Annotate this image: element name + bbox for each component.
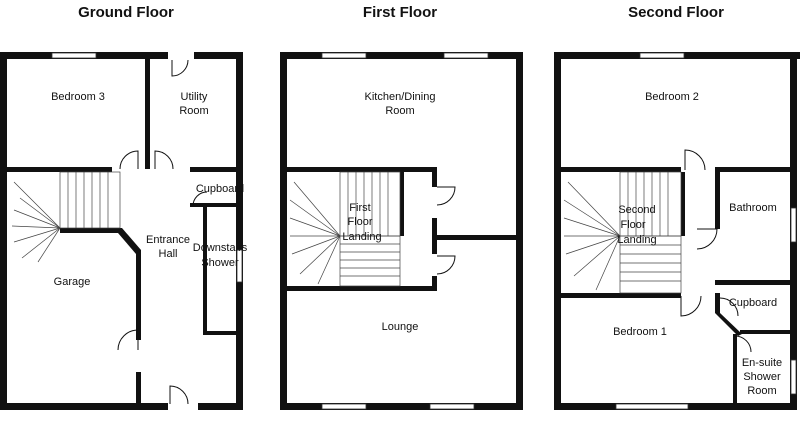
window <box>615 403 689 410</box>
wall <box>203 207 207 335</box>
door-swing <box>680 295 702 317</box>
door-swing <box>436 186 456 206</box>
back-door-opening <box>168 51 194 60</box>
wall <box>432 276 437 291</box>
window <box>321 403 367 410</box>
staircase <box>289 171 401 287</box>
room-label-utility-room: Room <box>179 105 208 117</box>
door-swing <box>117 329 139 351</box>
room-label-landing: Landing <box>617 234 656 246</box>
room-label-lounge: Lounge <box>382 321 419 333</box>
room-label-en-suite: En-suite <box>742 357 782 369</box>
room-label-cupboard: Cupboard <box>196 183 244 195</box>
room-label-shower: Shower <box>201 257 239 269</box>
window <box>443 52 489 59</box>
door-swing <box>119 150 139 170</box>
wall <box>432 167 437 187</box>
room-label-bedroom-2: Bedroom 2 <box>645 91 699 103</box>
wall <box>280 52 287 410</box>
wall <box>112 228 141 254</box>
second-floor-title: Second Floor <box>628 4 724 21</box>
wall <box>740 330 790 334</box>
wall <box>561 293 681 298</box>
door-swing <box>696 228 718 250</box>
wall <box>516 52 523 410</box>
room-label-utility: Utility <box>181 91 208 103</box>
wall <box>145 59 150 169</box>
wall <box>561 167 681 172</box>
staircase <box>11 171 121 263</box>
door-swing <box>192 191 208 207</box>
wall <box>400 172 404 236</box>
wall <box>280 403 523 410</box>
wall <box>554 52 561 410</box>
door-swing <box>171 59 189 77</box>
room-label-floor: Floor <box>620 219 645 231</box>
window <box>639 52 685 59</box>
wall <box>60 228 115 233</box>
room-label-first: First <box>349 202 370 214</box>
wall <box>715 167 720 229</box>
wall <box>733 334 737 403</box>
wall <box>236 52 243 410</box>
first-floor-plan: First Floor <box>280 4 523 410</box>
door-swing <box>734 335 752 353</box>
wall <box>0 52 7 410</box>
window <box>790 207 797 243</box>
wall <box>136 372 141 403</box>
wall <box>190 167 236 172</box>
wall <box>715 293 720 313</box>
wall <box>715 280 790 285</box>
staircase <box>563 171 682 294</box>
window <box>321 52 367 59</box>
ground-floor-plan: Ground Floor <box>0 4 248 411</box>
wall <box>432 235 516 240</box>
wall <box>136 250 141 340</box>
ground-floor-title: Ground Floor <box>78 4 174 21</box>
first-floor-title: First Floor <box>363 4 437 21</box>
wall <box>203 331 236 335</box>
window <box>429 403 475 410</box>
wall <box>715 313 742 336</box>
wall <box>280 52 523 59</box>
second-floor-plan: Second Floor <box>554 4 800 410</box>
window <box>790 359 797 395</box>
window <box>236 249 243 283</box>
room-label-hall: Hall <box>159 248 178 260</box>
wall <box>0 52 243 59</box>
room-label-entrance: Entrance <box>146 234 190 246</box>
room-label-bedroom-1: Bedroom 1 <box>613 326 667 338</box>
wall <box>0 403 243 410</box>
room-label-kitchen-dining: Kitchen/Dining <box>365 91 436 103</box>
wall <box>7 167 112 172</box>
wall <box>287 167 437 172</box>
room-label-kitchen-dining-room: Room <box>385 105 414 117</box>
door-swing <box>684 149 706 171</box>
wall <box>287 286 437 291</box>
front-door-opening <box>168 402 198 411</box>
door-swing <box>154 150 174 170</box>
room-label-cupboard: Cupboard <box>729 297 777 309</box>
door-swing <box>436 255 456 275</box>
room-label-garage: Garage <box>54 276 91 288</box>
room-label-floor: Floor <box>347 216 372 228</box>
wall <box>190 203 236 207</box>
room-label-shower: Shower <box>743 371 781 383</box>
window <box>51 52 97 59</box>
room-label-landing: Landing <box>342 231 381 243</box>
room-label-bathroom: Bathroom <box>729 202 777 214</box>
wall <box>681 172 685 236</box>
door-swing <box>169 385 189 405</box>
room-label-room: Room <box>747 385 776 397</box>
room-label-second: Second <box>618 204 655 216</box>
door-swing <box>719 297 739 317</box>
room-label-downstairs: Downstairs <box>193 242 248 254</box>
room-label-bedroom-3: Bedroom 3 <box>51 91 105 103</box>
wall <box>715 167 790 172</box>
